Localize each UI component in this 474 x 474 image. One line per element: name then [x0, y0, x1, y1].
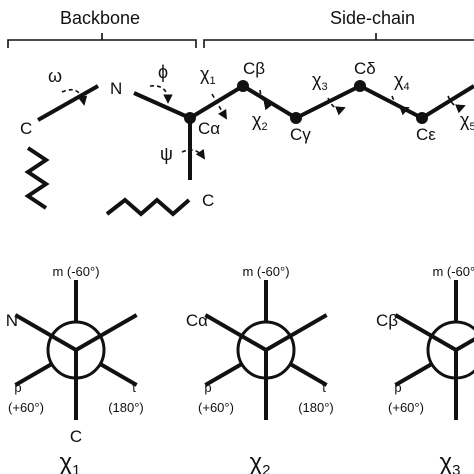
chi4-label: χ4: [394, 70, 410, 93]
atom-calpha: [184, 112, 196, 124]
back-bond-t: [289, 362, 328, 387]
m-label: m (-60°): [432, 264, 474, 279]
front-bond-2: [264, 313, 328, 352]
chi-caption-1: χ1: [60, 449, 81, 474]
chi-caption-3: χ3: [440, 449, 461, 474]
psi-label: ψ: [160, 144, 173, 164]
c-left-label: C: [20, 119, 32, 138]
chi-caption-2: χ2: [250, 449, 271, 474]
newman-projections: m (-60°) p (+60°) t (180°) N Cχ1 m (-60°) p (+60°…: [6, 264, 474, 474]
t-angle-label: (180°): [108, 400, 144, 415]
rotation-arrows: [61, 85, 466, 160]
sidechain-header: Side-chain: [330, 8, 415, 28]
atom-cgamma: [290, 112, 302, 124]
cgamma-label: Cγ: [290, 125, 311, 144]
newman-projection-2: m (-60°) p (+60°) t (180°) Cα χ2: [186, 264, 334, 474]
back-bond-p: [394, 362, 433, 387]
newman-circle: [426, 320, 474, 380]
front-atom-label: N: [6, 311, 18, 330]
back-bond-p: [204, 362, 243, 387]
back-bond-p: [14, 362, 53, 387]
front-bond-2: [454, 337, 474, 352]
n-label: N: [110, 79, 122, 98]
newman-projection-1: m (-60°) p (+60°) t (180°) N Cχ1: [6, 264, 144, 474]
m-label: m (-60°): [52, 264, 99, 279]
p-angle-label: (+60°): [8, 400, 44, 415]
front-bond-1: [14, 313, 77, 352]
atom-cepsilon: [416, 112, 428, 124]
chi1-label: χ1: [200, 64, 216, 87]
back-bond-t: [99, 362, 138, 387]
chi3-label: χ3: [312, 70, 328, 93]
cdelta-label: Cδ: [354, 59, 376, 78]
front-atom-label: Cβ: [376, 311, 398, 330]
c-bottom-label: C: [202, 191, 214, 210]
cbeta-label: Cβ: [243, 59, 265, 78]
calpha-label: Cα: [198, 119, 220, 138]
chi2-label: χ2: [252, 110, 268, 133]
t-angle-label: (180°): [298, 400, 334, 415]
backbone-header: Backbone: [60, 8, 140, 28]
front-bond-1: [204, 313, 267, 352]
omega-label: ω: [48, 66, 62, 86]
p-label: p: [14, 380, 21, 395]
p-label: p: [204, 380, 211, 395]
front-bond-2: [75, 313, 138, 352]
p-label: p: [394, 380, 401, 395]
chi5-label: χ5: [460, 110, 474, 133]
t-label: t: [132, 380, 136, 395]
cepsilon-label: Cε: [416, 125, 436, 144]
p-angle-label: (+60°): [388, 400, 424, 415]
sidechain-bracket: [203, 33, 474, 48]
m-label: m (-60°): [242, 264, 289, 279]
bottom-atom-label: C: [70, 427, 82, 446]
backbone-bonds: [24, 84, 245, 217]
t-label: t: [322, 380, 326, 395]
phi-label: ϕ: [158, 62, 168, 82]
p-angle-label: (+60°): [198, 400, 234, 415]
front-atom-label: Cα: [186, 311, 208, 330]
front-bond-1: [394, 313, 458, 352]
backbone-bracket: [7, 33, 197, 48]
atom-cdelta: [354, 80, 366, 92]
atom-cbeta: [237, 80, 249, 92]
